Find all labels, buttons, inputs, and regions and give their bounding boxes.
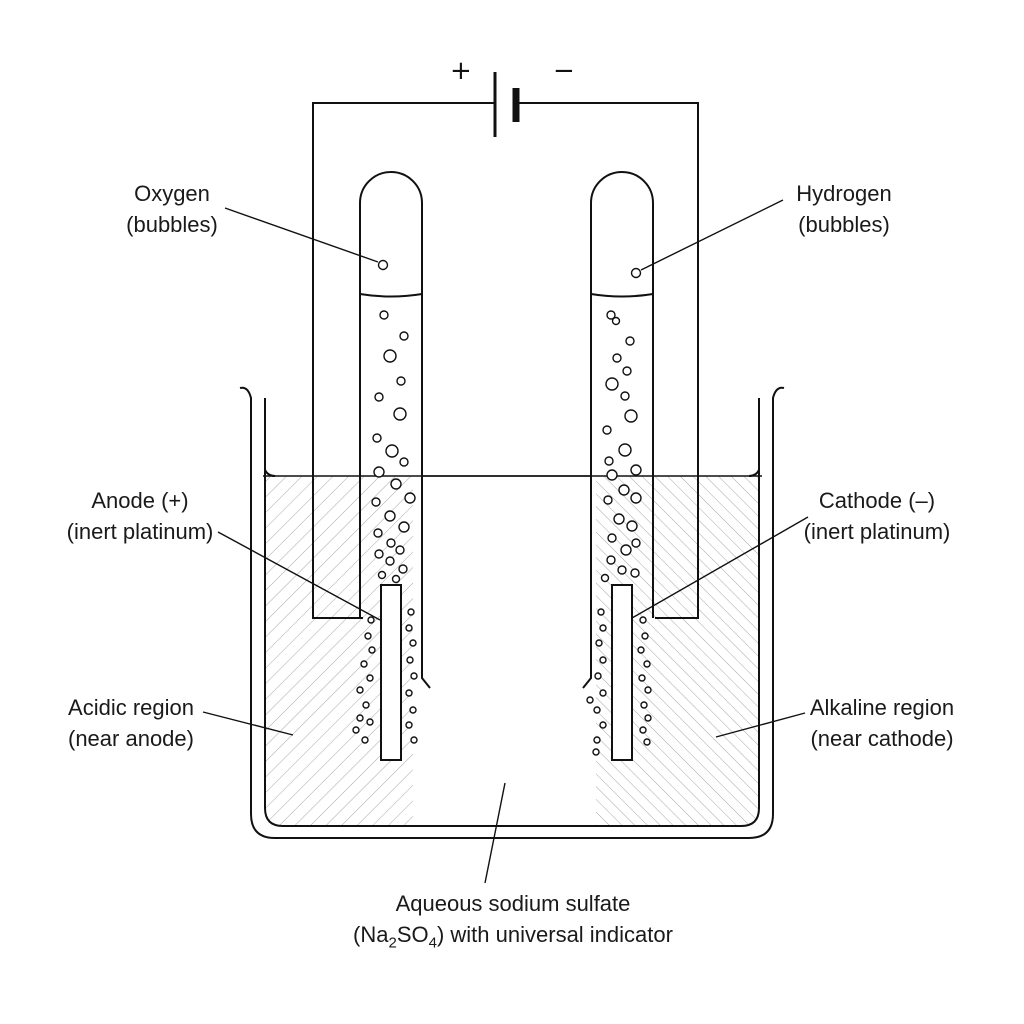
hydrogen-label-line2: (bubbles) [798, 212, 890, 237]
anode-label-line1: Anode (+) [91, 488, 189, 513]
alkaline-region-label: Alkaline region (near cathode) [804, 692, 960, 754]
hydrogen-bubbles [586, 267, 652, 756]
hydrogen-label-line1: Hydrogen [796, 181, 892, 206]
alkaline-label-line1: Alkaline region [809, 695, 955, 720]
formula-sub-2: 2 [388, 934, 397, 952]
formula-part-mid: SO [396, 922, 429, 947]
battery-plus-sign: + [450, 56, 472, 86]
oxygen-label: Oxygen (bubbles) [112, 178, 232, 240]
cathode-label: Cathode (–) (inert platinum) [797, 485, 957, 547]
cathode-electrode [611, 584, 633, 761]
formula-part-pre: (Na [353, 922, 389, 947]
cathode-label-line2: (inert platinum) [803, 519, 951, 544]
oxygen-label-line2: (bubbles) [126, 212, 218, 237]
beaker [239, 386, 785, 839]
acidic-region-label: Acidic region (near anode) [60, 692, 202, 754]
alkaline-label-line2: (near cathode) [810, 726, 954, 751]
anode-label: Anode (+) (inert platinum) [60, 485, 220, 547]
solution-label: Aqueous sodium sulfate (Na2SO4) with uni… [318, 888, 708, 958]
oxygen-test-tube [359, 171, 431, 689]
oxygen-label-line1: Oxygen [134, 181, 210, 206]
anode-electrode [380, 584, 402, 761]
circuit-wire [312, 102, 699, 619]
acidic-label-line1: Acidic region [68, 695, 194, 720]
cathode-label-line1: Cathode (–) [818, 488, 936, 513]
hydrogen-label: Hydrogen (bubbles) [781, 178, 907, 240]
battery-minus-sign: − [553, 56, 575, 86]
solution-label-line1: Aqueous sodium sulfate [395, 891, 631, 916]
formula-sub-4: 4 [428, 934, 437, 952]
oxygen-bubbles [352, 259, 418, 744]
leader-lines [202, 199, 809, 884]
solution-formula: (Na2SO4) with universal indicator [318, 919, 708, 958]
hydrogen-test-tube [582, 171, 654, 689]
acidic-label-line2: (near anode) [68, 726, 194, 751]
anode-label-line2: (inert platinum) [66, 519, 214, 544]
battery-symbol [493, 72, 520, 137]
formula-part-post: ) with universal indicator [436, 922, 673, 947]
